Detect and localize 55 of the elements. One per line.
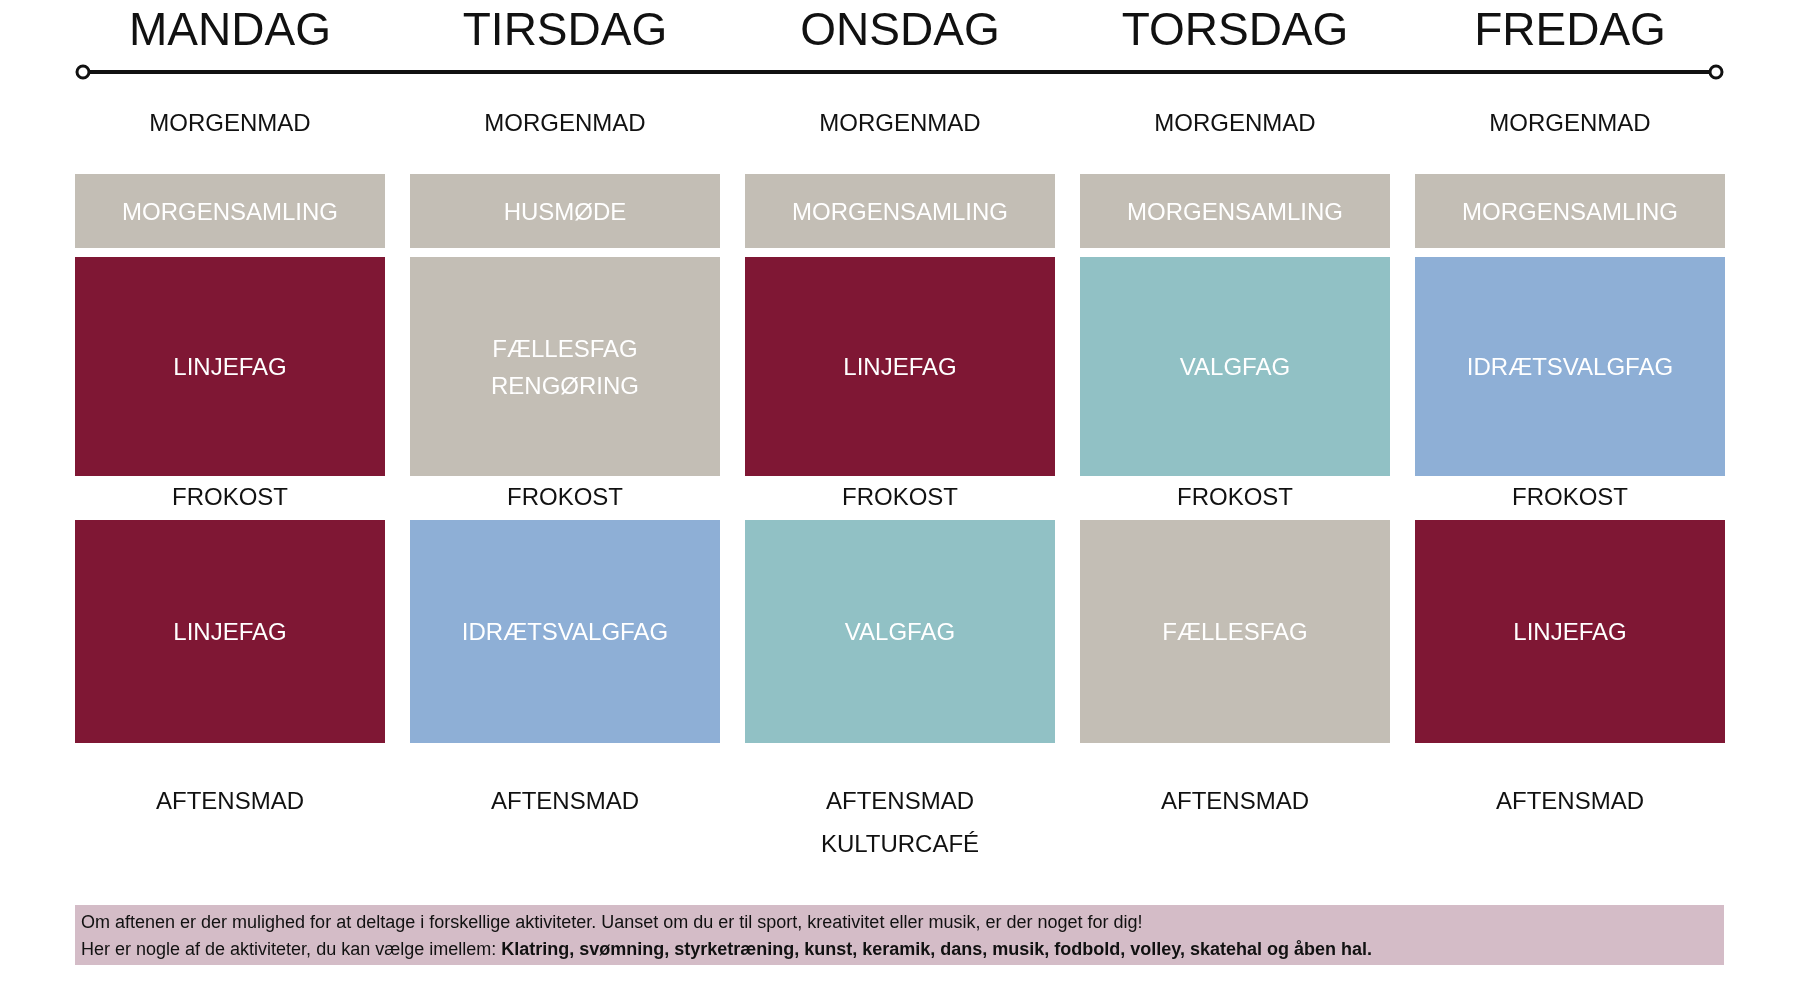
day-heading: ONSDAG	[800, 2, 1000, 56]
meal-label: FROKOST	[172, 483, 288, 511]
day-heading: FREDAG	[1474, 2, 1666, 56]
activity-text: HUSMØDE	[503, 196, 627, 227]
day-heading: TIRSDAG	[462, 2, 668, 56]
activity-text: LINJEFAG	[173, 352, 287, 382]
activity-text: MORGENSAMLING	[1127, 196, 1343, 227]
activity-text: VALGFAG	[844, 617, 956, 647]
lesson-block	[1080, 257, 1390, 476]
lesson-block	[745, 520, 1055, 743]
event-label: KULTURCAFÉ	[820, 830, 980, 858]
meal-label: FROKOST	[1177, 483, 1293, 511]
activity-text: LINJEFAG	[173, 617, 287, 647]
session-block	[410, 174, 720, 248]
session-block	[75, 174, 385, 248]
meal-label: AFTENSMAD	[491, 787, 639, 815]
lesson-block	[1080, 520, 1390, 743]
activity-text: IDRÆTSVALGFAG	[461, 617, 669, 647]
meal-label: MORGENMAD	[1154, 109, 1316, 137]
note-panel	[75, 905, 1724, 965]
lesson-block	[410, 257, 720, 476]
meal-label: AFTENSMAD	[826, 787, 974, 815]
meal-label: MORGENMAD	[1489, 109, 1651, 137]
activity-text: LINJEFAG	[1513, 617, 1627, 647]
meal-label: FROKOST	[507, 483, 623, 511]
activity-text: IDRÆTSVALGFAG	[1466, 352, 1674, 382]
activity-text: FÆLLESFAG	[1162, 617, 1308, 647]
activity-text: MORGENSAMLING	[1462, 196, 1678, 227]
meal-label: MORGENMAD	[149, 109, 311, 137]
lesson-block	[75, 257, 385, 476]
session-block	[1080, 174, 1390, 248]
meal-label: AFTENSMAD	[156, 787, 304, 815]
lesson-block	[75, 520, 385, 743]
day-heading: MANDAG	[129, 2, 331, 56]
meal-label: AFTENSMAD	[1161, 787, 1309, 815]
lesson-block	[1415, 520, 1725, 743]
note-text: Om aftenen er der mulighed for at deltage i forskellige aktiviteter. Uanset om du er til sport, kreativitet eller musik, er der noget for dig!	[81, 911, 1144, 934]
activity-text: MORGENSAMLING	[122, 196, 338, 227]
lesson-block	[410, 520, 720, 743]
session-block	[745, 174, 1055, 248]
meal-label: FROKOST	[1512, 483, 1628, 511]
session-block	[1415, 174, 1725, 248]
meal-label: FROKOST	[842, 483, 958, 511]
meal-label: MORGENMAD	[819, 109, 981, 137]
activity-text: LINJEFAG	[843, 352, 957, 382]
note-text: Her er nogle af de aktiviteter, du kan vælge imellem: Klatring, svømning, styrketræning, kunst, keramik, dans, musik, fodbold, volley, skatehal og åben hal.	[81, 938, 1374, 961]
lesson-block	[745, 257, 1055, 476]
meal-label: AFTENSMAD	[1496, 787, 1644, 815]
activity-text: RENGØRING	[491, 370, 639, 401]
activity-text: FÆLLESFAG	[492, 333, 638, 364]
day-heading: TORSDAG	[1121, 2, 1349, 56]
meal-label: MORGENMAD	[484, 109, 646, 137]
lesson-block	[1415, 257, 1725, 476]
activity-text: VALGFAG	[1179, 352, 1291, 382]
activity-text: MORGENSAMLING	[792, 196, 1008, 227]
